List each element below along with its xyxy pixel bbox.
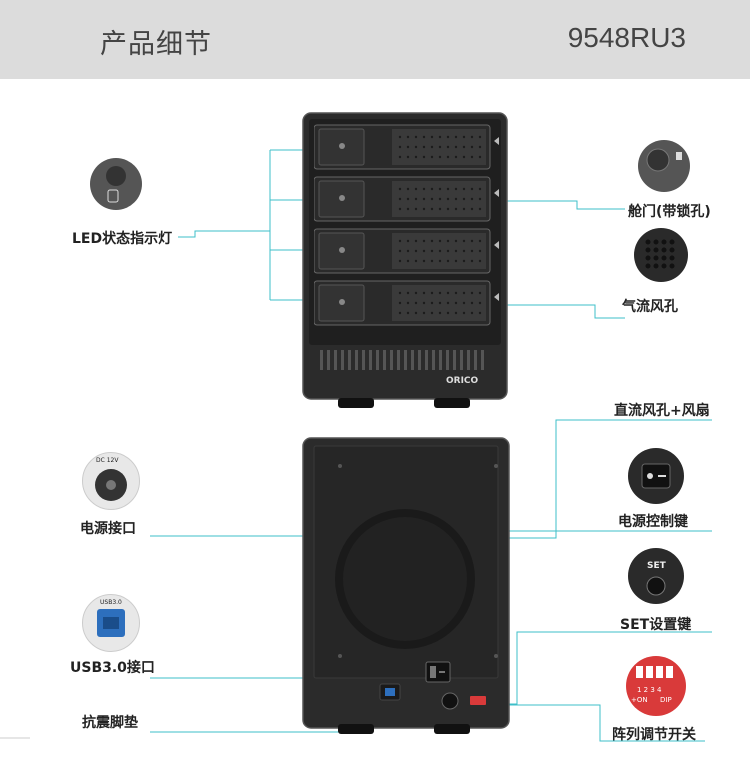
label-usb: USB3.0接口 [70, 660, 155, 676]
label-power-switch: 电源控制键 [618, 514, 688, 530]
model-number: 9548RU3 [567, 22, 686, 53]
label-feet: 抗震脚垫 [82, 715, 138, 731]
door-lock-inset [638, 140, 690, 192]
dip-switch-inset [626, 656, 686, 716]
bottom-divider [0, 737, 30, 739]
set-button-inset [628, 548, 684, 604]
dc-power-inset [82, 452, 140, 510]
dip-inset-on: +ON [631, 696, 648, 704]
rear-enclosure [302, 437, 510, 734]
drive-bay-3[interactable] [314, 228, 491, 274]
dc-inset-text: DC 12V [96, 457, 119, 464]
header-bar: 产品细节 9548RU3 [0, 0, 750, 79]
led-indicator-inset [90, 158, 142, 210]
power-switch-inset [628, 448, 684, 504]
set-inset-text: SET [647, 561, 666, 571]
dip-inset-dip: DIP [660, 696, 672, 704]
page-title: 产品细节 [100, 29, 212, 60]
airflow-inset [634, 228, 688, 282]
label-power-port: 电源接口 [80, 521, 136, 537]
drive-bays [314, 124, 499, 326]
usb-inset-text: USB3.0 [100, 599, 122, 606]
label-led: LED状态指示灯 [72, 231, 173, 247]
label-dip: 阵列调节开关 [612, 727, 696, 743]
label-fan: 直流风孔+风扇 [614, 403, 710, 419]
usb-inset [82, 594, 140, 652]
dip-inset-numbers: 1 2 3 4 [637, 686, 662, 694]
front-brand-logo: ORICO [446, 376, 479, 386]
label-airflow: 气流风孔 [622, 299, 678, 315]
drive-bay-4[interactable] [314, 280, 491, 326]
label-door: 舱门(带锁孔) [628, 204, 711, 220]
label-set: SET设置键 [620, 617, 692, 633]
drive-bay-2[interactable] [314, 176, 491, 222]
